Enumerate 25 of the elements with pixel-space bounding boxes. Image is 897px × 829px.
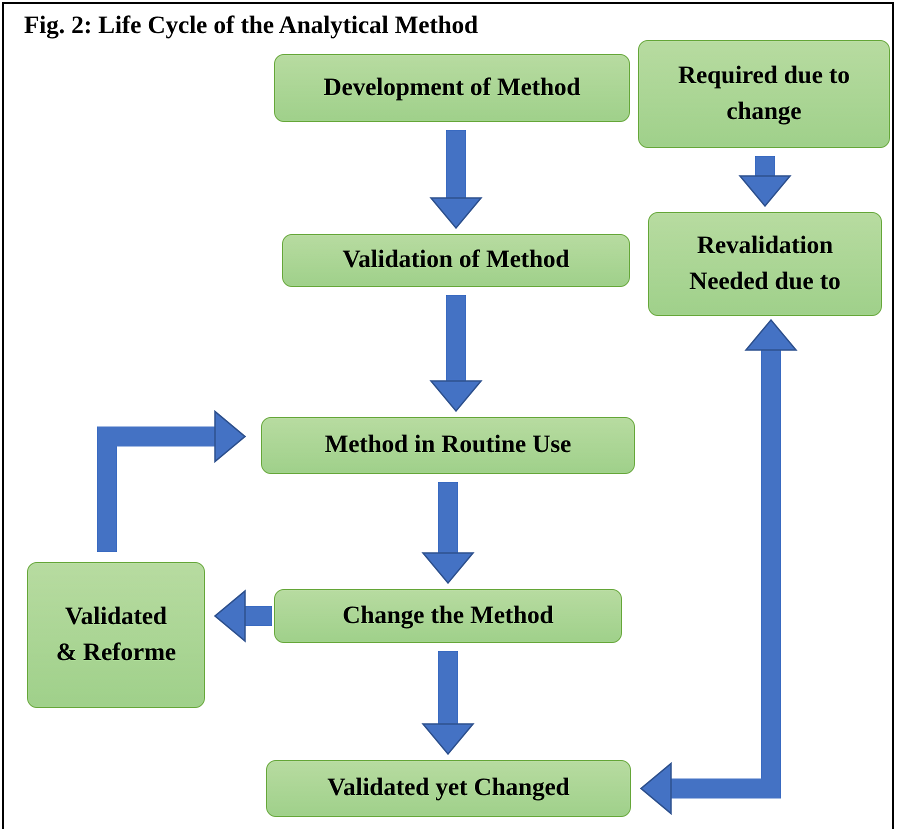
process-box bbox=[274, 589, 622, 643]
process-box bbox=[261, 417, 635, 474]
box-label: Validated & Reforme bbox=[54, 602, 178, 668]
block-arrow bbox=[739, 156, 791, 207]
block-arrow bbox=[640, 319, 797, 814]
process-box bbox=[638, 40, 890, 148]
block-arrow bbox=[422, 482, 474, 584]
process-box bbox=[27, 562, 205, 708]
box-label: Change the Method bbox=[341, 600, 555, 631]
block-arrow bbox=[214, 590, 272, 642]
block-arrow bbox=[430, 130, 482, 229]
box-label: Development of Method bbox=[322, 72, 582, 103]
box-label: Validated yet Changed bbox=[326, 773, 571, 804]
block-arrow bbox=[430, 295, 482, 412]
box-label: Required due to change bbox=[677, 60, 851, 127]
process-box bbox=[266, 760, 631, 817]
block-arrow bbox=[97, 410, 246, 552]
box-label: Method in Routine Use bbox=[324, 430, 572, 460]
block-arrow bbox=[422, 651, 474, 755]
process-box bbox=[274, 54, 630, 122]
box-label: Validation of Method bbox=[342, 245, 570, 276]
box-label: Revalidation Needed due to bbox=[688, 230, 842, 297]
figure-title: Fig. 2: Life Cycle of the Analytical Method bbox=[24, 12, 478, 40]
process-box bbox=[648, 212, 882, 316]
process-box bbox=[282, 234, 630, 287]
